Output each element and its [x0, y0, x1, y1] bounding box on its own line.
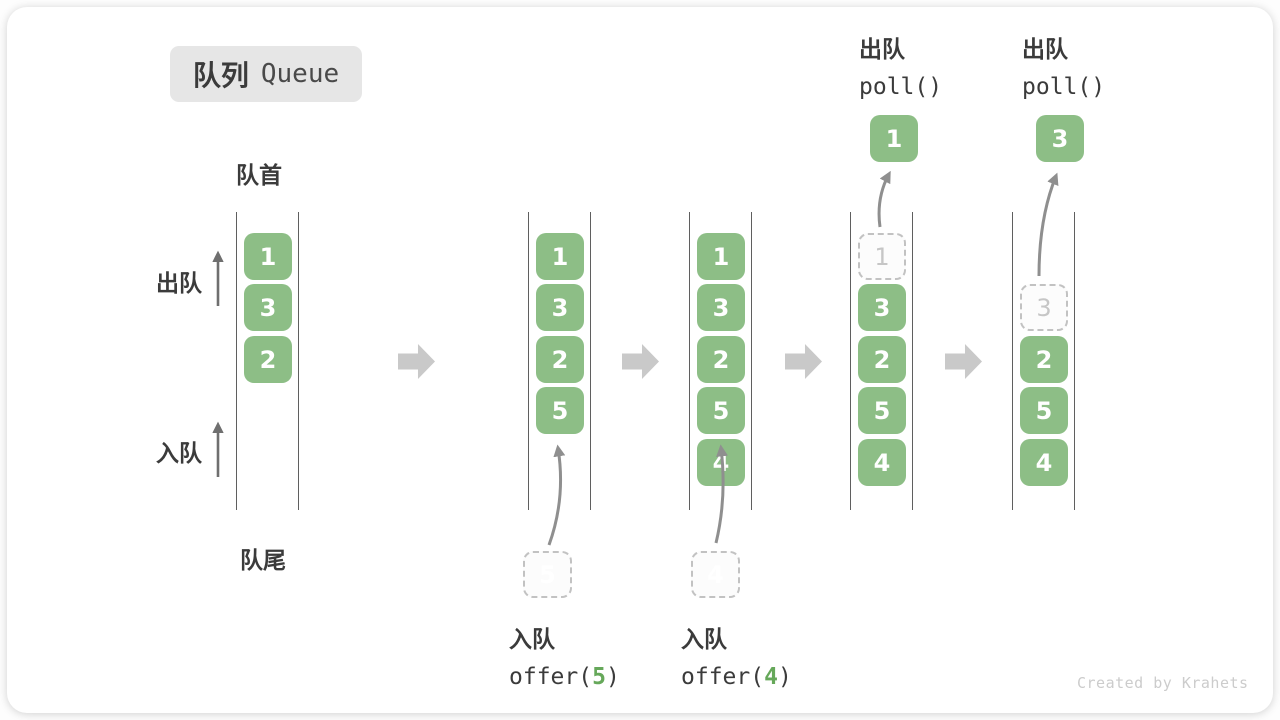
queue-cell: 4 [1020, 439, 1068, 486]
label-enqueue: 入队 [156, 441, 202, 467]
op-dequeue-code: poll() [1022, 74, 1106, 100]
queue-cell: 2 [1020, 336, 1068, 383]
op-enqueue-arg: 5 [592, 664, 606, 690]
queue-cell: 4 [858, 439, 906, 486]
removed-ghost-cell: 3 [1020, 284, 1068, 331]
queue-cell: 3 [244, 284, 292, 331]
queue-cell: 5 [697, 387, 745, 434]
queue-column-1: 1 3 2 [236, 212, 299, 510]
op-enqueue-label: 入队 [681, 627, 727, 653]
queue-cell: 1 [244, 233, 292, 280]
polled-value-cell: 3 [1036, 115, 1084, 162]
queue-cell: 3 [536, 284, 584, 331]
op-enqueue-1: 入队 offer(5) [509, 620, 620, 690]
queue-column-3: 1 3 2 5 4 [689, 212, 752, 510]
op-dequeue-2: 出队 poll() [1022, 30, 1105, 100]
title-zh: 队列 [192, 59, 249, 92]
queue-cell: 5 [1020, 387, 1068, 434]
queue-cell: 3 [697, 284, 745, 331]
op-dequeue-label: 出队 [1022, 37, 1068, 63]
incoming-ghost-cell: 5 [523, 551, 572, 598]
op-enqueue-label: 入队 [509, 627, 555, 653]
op-enqueue-code: offer(5) [509, 664, 620, 690]
op-dequeue-label: 出队 [859, 37, 905, 63]
queue-column-4: 1 3 2 5 4 [850, 212, 913, 510]
title-badge: 队列 Queue [170, 46, 362, 102]
queue-column-5: 3 2 5 4 [1012, 212, 1075, 510]
queue-cell: 2 [697, 336, 745, 383]
polled-value-cell: 1 [870, 115, 918, 162]
incoming-ghost-cell: 4 [691, 551, 740, 598]
queue-cell: 4 [697, 439, 745, 486]
op-enqueue-2: 入队 offer(4) [681, 620, 792, 690]
queue-cell: 2 [536, 336, 584, 383]
removed-ghost-cell: 1 [858, 233, 906, 280]
queue-cell: 2 [244, 336, 292, 383]
queue-column-2: 1 3 2 5 [528, 212, 591, 510]
op-enqueue-code: offer(4) [681, 664, 792, 690]
queue-cell: 5 [536, 387, 584, 434]
queue-cell: 2 [858, 336, 906, 383]
title-en: Queue [260, 59, 340, 89]
label-dequeue: 出队 [156, 271, 202, 297]
queue-cell: 5 [858, 387, 906, 434]
queue-cell: 1 [697, 233, 745, 280]
label-queue-front: 队首 [236, 163, 282, 189]
label-queue-rear: 队尾 [240, 548, 286, 574]
watermark: Created by Krahets [1077, 674, 1249, 692]
queue-cell: 3 [858, 284, 906, 331]
op-dequeue-code: poll() [859, 74, 943, 100]
op-enqueue-arg: 4 [764, 664, 778, 690]
queue-cell: 1 [536, 233, 584, 280]
op-dequeue-1: 出队 poll() [859, 30, 942, 100]
